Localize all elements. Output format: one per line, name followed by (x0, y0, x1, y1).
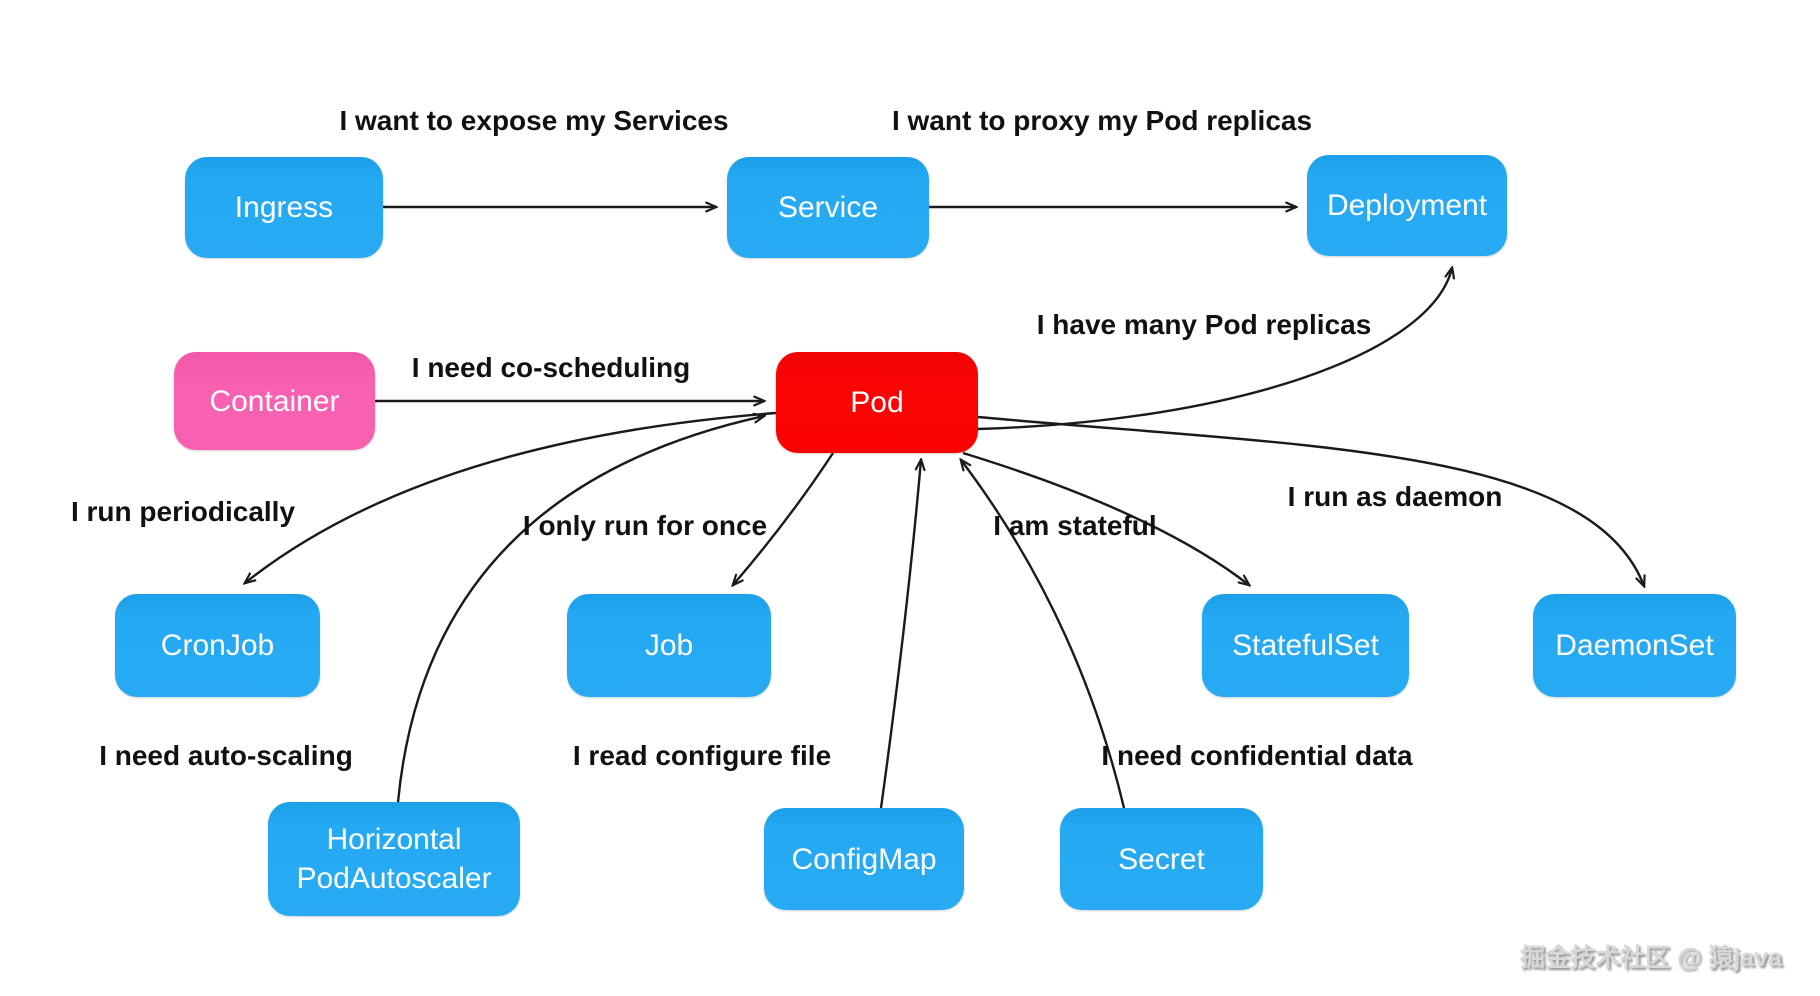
node-job: Job (567, 594, 771, 697)
edge-label-co-scheduling: I need co-scheduling (411, 352, 691, 383)
node-horizontal-pod-autoscaler: Horizontal PodAutoscaler (268, 802, 520, 916)
node-configmap: ConfigMap (764, 808, 964, 910)
edge-label-expose-services: I want to expose my Services (339, 105, 729, 136)
node-daemonset: DaemonSet (1533, 594, 1736, 697)
node-deployment: Deployment (1307, 155, 1507, 256)
edge-label-proxy-pod-replicas: I want to proxy my Pod replicas (891, 105, 1313, 136)
edge-label-run-for-once: I only run for once (522, 510, 768, 541)
edge-label-stateful: I am stateful (993, 510, 1157, 541)
arrow-hpa-pod (396, 416, 764, 803)
edge-label-configure-file: I read configure file (572, 740, 832, 771)
node-statefulset: StatefulSet (1202, 594, 1409, 697)
arrow-pod-job (733, 452, 835, 585)
arrow-pod-daemonset (977, 415, 1644, 586)
edge-label-many-pod-replicas: I have many Pod replicas (1036, 309, 1372, 340)
node-secret: Secret (1060, 808, 1263, 910)
edge-label-confidential-data: I need confidential data (1101, 740, 1413, 771)
node-service: Service (727, 157, 929, 258)
arrow-pod-statefulset (962, 451, 1249, 585)
edge-label-run-periodically: I run periodically (70, 496, 296, 527)
node-ingress: Ingress (185, 157, 383, 258)
edge-label-auto-scaling: I need auto-scaling (99, 740, 353, 771)
arrow-secret-pod (961, 460, 1126, 809)
arrow-configmap-pod (879, 460, 921, 809)
arrow-pod-cronjob (245, 411, 777, 583)
node-pod: Pod (776, 352, 978, 453)
node-container: Container (174, 352, 375, 450)
edge-label-run-as-daemon: I run as daemon (1287, 481, 1503, 512)
watermark-text: 掘金技术社区 @ 猿java (1520, 944, 1782, 972)
arrow-pod-deployment (977, 268, 1452, 431)
node-cronjob: CronJob (115, 594, 320, 697)
